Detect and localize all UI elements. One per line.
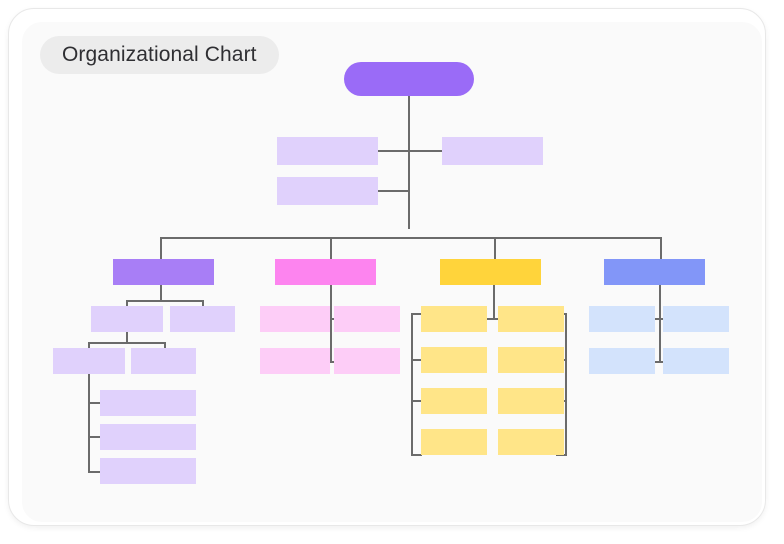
- connector-drop-pink: [330, 237, 332, 260]
- node-pink-child-2[interactable]: [334, 306, 400, 332]
- node-l1-a[interactable]: [277, 137, 378, 165]
- node-l1-b[interactable]: [442, 137, 543, 165]
- connector-purple-stub-1: [88, 402, 102, 404]
- connector-yellow-spine-left: [411, 313, 413, 456]
- page-title: Organizational Chart: [40, 36, 279, 74]
- node-yellow-child-6[interactable]: [498, 388, 564, 414]
- node-purple-child-6[interactable]: [100, 424, 196, 450]
- connector-yellow-left-stub-2: [411, 359, 422, 361]
- connector-drop-blue: [660, 237, 662, 260]
- node-pink-child-3[interactable]: [260, 348, 330, 374]
- node-yellow-child-4[interactable]: [498, 347, 564, 373]
- connector-blue-stub-row1: [651, 318, 668, 320]
- connector-l1-row1-right: [408, 150, 443, 152]
- connector-yellow-stem: [493, 285, 495, 319]
- connector-purple-stem: [160, 285, 162, 302]
- connector-l1-row2-left: [378, 190, 409, 192]
- connector-yellow-right-stub-4: [556, 454, 567, 456]
- node-purple-child-4[interactable]: [131, 348, 196, 374]
- node-pink-child-4[interactable]: [334, 348, 400, 374]
- node-yellow-child-1[interactable]: [421, 306, 487, 332]
- node-root[interactable]: [344, 62, 474, 96]
- node-branch-purple-header[interactable]: [113, 259, 214, 285]
- connector-pink-spine: [330, 285, 332, 363]
- connector-yellow-left-stub-1: [411, 313, 422, 315]
- connector-purple-drop-1: [126, 300, 128, 308]
- connector-pink-stub-row1: [322, 318, 339, 320]
- connector-purple-spine: [88, 374, 90, 473]
- connector-purple-drop-4: [164, 342, 166, 350]
- node-yellow-child-5[interactable]: [421, 388, 487, 414]
- connector-yellow-stub-center: [485, 318, 501, 320]
- connector-l1-row1-left: [378, 150, 409, 152]
- connector-purple-stem-2: [126, 332, 128, 344]
- node-pink-child-1[interactable]: [260, 306, 330, 332]
- node-blue-child-1[interactable]: [589, 306, 655, 332]
- node-purple-child-3[interactable]: [53, 348, 125, 374]
- node-blue-child-3[interactable]: [589, 348, 655, 374]
- node-branch-yellow-header[interactable]: [440, 259, 541, 285]
- connector-blue-stub-row2: [651, 361, 668, 363]
- connector-root-trunk: [408, 96, 410, 229]
- connector-drop-purple: [160, 237, 162, 260]
- connector-yellow-spine-right: [565, 313, 567, 456]
- node-branch-blue-header[interactable]: [604, 259, 705, 285]
- node-yellow-child-8[interactable]: [498, 429, 564, 455]
- connector-purple-bar-2: [88, 342, 166, 344]
- node-purple-child-2[interactable]: [170, 306, 235, 332]
- connector-pink-stub-row2: [322, 361, 339, 363]
- connector-purple-bar: [126, 300, 204, 302]
- node-blue-child-4[interactable]: [663, 348, 729, 374]
- node-yellow-child-2[interactable]: [498, 306, 564, 332]
- node-purple-child-5[interactable]: [100, 390, 196, 416]
- node-branch-pink-header[interactable]: [275, 259, 376, 285]
- connector-purple-stub-2: [88, 436, 102, 438]
- node-l1-c[interactable]: [277, 177, 378, 205]
- node-yellow-child-7[interactable]: [421, 429, 487, 455]
- node-blue-child-2[interactable]: [663, 306, 729, 332]
- connector-purple-drop-3: [88, 342, 90, 350]
- connector-blue-spine: [659, 285, 661, 363]
- connector-yellow-left-stub-3: [411, 400, 422, 402]
- connector-level2-bus: [160, 237, 662, 239]
- node-yellow-child-3[interactable]: [421, 347, 487, 373]
- connector-yellow-left-stub-4: [411, 454, 422, 456]
- node-purple-child-7[interactable]: [100, 458, 196, 484]
- connector-purple-stub-3: [88, 471, 102, 473]
- connector-drop-yellow: [494, 237, 496, 260]
- node-purple-child-1[interactable]: [91, 306, 163, 332]
- connector-purple-drop-2: [202, 300, 204, 308]
